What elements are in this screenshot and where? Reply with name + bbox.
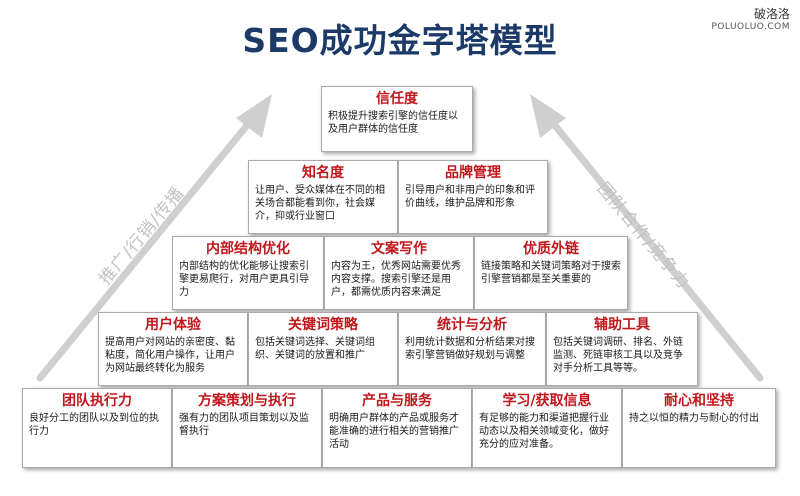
watermark-name: 破洛洛 [753, 7, 790, 21]
box-heading: 优质外链 [523, 241, 579, 257]
pyramid-box-copywriting: 文案写作 内容为王，优秀网站需要优秀内容支撑。搜索引擎还是用户，都需优质内容来满… [324, 236, 474, 310]
pyramid-box-learning: 学习/获取信息 有足够的能力和渠道把握行业动态以及相关领域变化，做好充分的应对准… [472, 388, 622, 468]
pyramid-box-user-experience: 用户体验 提高用户对网站的亲密度、黏粘度，简化用户操作，让用户为网站最终转化为服… [98, 312, 248, 386]
pyramid-box-internal-structure: 内部结构优化 内部结构的优化能够让搜索引擎更易爬行，对用户更具引导力 [172, 236, 324, 310]
box-text: 积极提升搜索引擎的信任度以及用户群体的信任度 [328, 111, 458, 135]
box-text: 让用户、受众媒体在不同的相关场合都能看到你，社会媒介，抑或行业窗口 [255, 185, 385, 222]
box-heading: 耐心和坚持 [664, 393, 734, 409]
box-heading: 文案写作 [371, 241, 427, 257]
pyramid-box-brand: 品牌管理 引导用户和非用户的印象和评价曲线，维护品牌和形象 [398, 160, 548, 234]
box-heading: 关键词策略 [288, 317, 358, 333]
box-heading: 辅助工具 [594, 317, 650, 333]
pyramid-box-persistence: 耐心和坚持 持之以恒的精力与耐心的付出 [622, 388, 776, 468]
box-text: 良好分工的团队以及到位的执行力 [29, 413, 159, 437]
box-text: 内部结构的优化能够让搜索引擎更易爬行，对用户更具引导力 [179, 261, 309, 298]
pyramid-box-product-service: 产品与服务 明确用户群体的产品或服务才能准确的进行相关的营销推广活动 [322, 388, 472, 468]
box-heading: 内部结构优化 [206, 241, 290, 257]
right-arrow [530, 94, 764, 382]
page-title: SEO成功金字塔模型 [242, 21, 558, 60]
box-text: 强有力的团队项目策划以及监督执行 [179, 413, 309, 437]
pyramid-box-backlinks: 优质外链 链接策略和关键词策略对于搜索引擎营销都是至关重要的 [474, 236, 628, 310]
box-heading: 方案策划与执行 [198, 393, 296, 409]
box-heading: 统计与分析 [437, 317, 507, 333]
pyramid-box-tools: 辅助工具 包括关键词调研、排名、外链监测、死链审核工具以及竞争对手分析工具等等。 [546, 312, 698, 386]
box-text: 链接策略和关键词策略对于搜索引擎营销都是至关重要的 [481, 261, 621, 285]
box-text: 引导用户和非用户的印象和评价曲线，维护品牌和形象 [405, 185, 535, 209]
pyramid-box-trust: 信任度 积极提升搜索引擎的信任度以及用户群体的信任度 [321, 86, 473, 152]
box-text: 明确用户群体的产品或服务才能准确的进行相关的营销推广活动 [329, 413, 459, 450]
box-heading: 品牌管理 [445, 165, 501, 181]
box-text: 利用统计数据和分析结果对搜索引擎营销做好规划与调整 [405, 337, 535, 361]
box-heading: 信任度 [376, 91, 418, 107]
box-heading: 团队执行力 [62, 393, 132, 409]
pyramid-box-team-execution: 团队执行力 良好分工的团队以及到位的执行力 [22, 388, 172, 468]
watermark: 破洛洛 POLUOLUO.COM [711, 7, 790, 32]
box-heading: 用户体验 [145, 317, 201, 333]
left-arrow [36, 94, 272, 382]
pyramid-box-awareness: 知名度 让用户、受众媒体在不同的相关场合都能看到你，社会媒介，抑或行业窗口 [248, 160, 398, 234]
watermark-url: POLUOLUO.COM [711, 21, 790, 32]
box-text: 提高用户对网站的亲密度、黏粘度，简化用户操作，让用户为网站最终转化为服务 [105, 337, 235, 374]
box-text: 包括关键词选择、关键词组织、关键词的放置和推广 [255, 337, 375, 361]
box-heading: 学习/获取信息 [502, 393, 592, 409]
pyramid-box-analytics: 统计与分析 利用统计数据和分析结果对搜索引擎营销做好规划与调整 [398, 312, 546, 386]
box-text: 有足够的能力和渠道把握行业动态以及相关领域变化，做好充分的应对准备。 [479, 413, 609, 450]
box-text: 内容为王，优秀网站需要优秀内容支撑。搜索引擎还是用户，都需优质内容来满足 [331, 261, 461, 298]
pyramid-box-planning: 方案策划与执行 强有力的团队项目策划以及监督执行 [172, 388, 322, 468]
box-heading: 知名度 [302, 165, 344, 181]
box-text: 包括关键词调研、排名、外链监测、死链审核工具以及竞争对手分析工具等等。 [553, 337, 683, 374]
box-heading: 产品与服务 [362, 393, 432, 409]
pyramid-box-keyword-strategy: 关键词策略 包括关键词选择、关键词组织、关键词的放置和推广 [248, 312, 398, 386]
box-text: 持之以恒的精力与耐心的付出 [629, 413, 759, 424]
